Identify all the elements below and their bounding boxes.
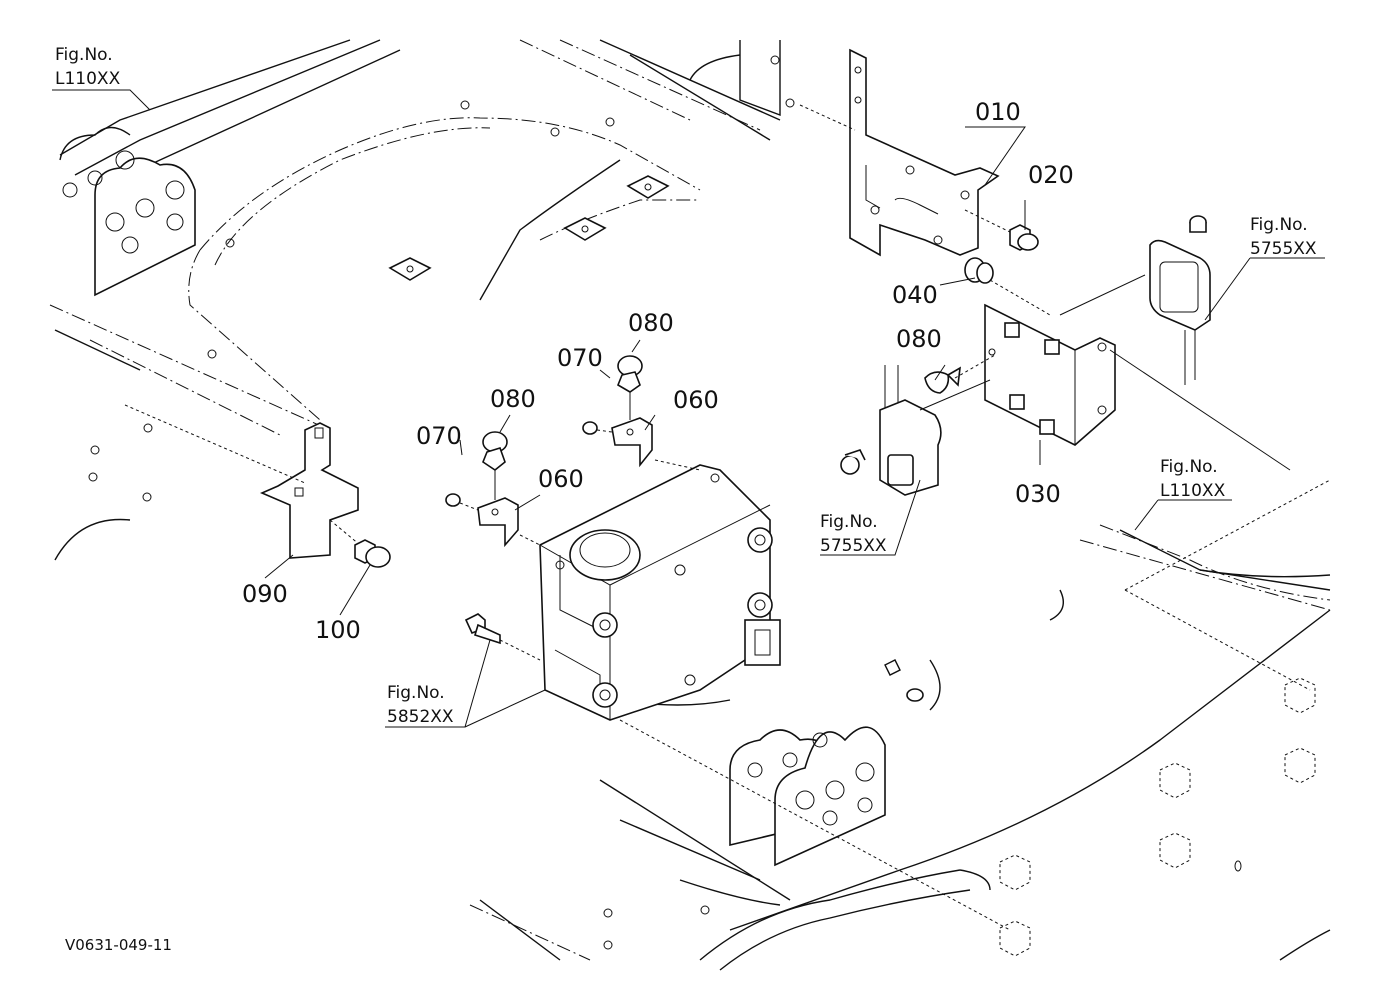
callout-070-lower: 070 [416, 422, 462, 450]
sensor-right [1149, 215, 1211, 385]
callout-060-upper: 060 [673, 386, 719, 414]
bolt-5852 [464, 613, 541, 661]
drawing-id: V0631-049-11 [65, 936, 172, 954]
main-controller-unit [519, 459, 781, 721]
figref-center5755-label: Fig.No. [820, 512, 878, 532]
part-010-bracket [799, 48, 1000, 257]
part-090-bracket [124, 404, 361, 559]
part-030-controller-box [984, 274, 1291, 471]
callouts: 010 020 040 080 030 080 070 060 080 070 … [242, 98, 1074, 644]
sensor-center [840, 354, 996, 496]
figref-rightl110-number: L110XX [1160, 481, 1226, 501]
callout-010: 010 [975, 98, 1021, 126]
figref-rightl110-label: Fig.No. [1160, 457, 1218, 477]
figref-topleft-number: L110XX [55, 69, 121, 89]
callout-080-right: 080 [896, 325, 942, 353]
callout-030: 030 [1015, 480, 1061, 508]
chassis-frame [49, 39, 1331, 971]
callout-080-upper: 080 [628, 309, 674, 337]
figref-right5755-number: 5755XX [1250, 239, 1317, 259]
figref-center5755-number: 5755XX [820, 536, 887, 556]
part-040-nut [964, 257, 1051, 316]
callout-090: 090 [242, 580, 288, 608]
figref-topleft-label: Fig.No. [55, 45, 113, 65]
callout-060-lower: 060 [538, 465, 584, 493]
callout-040: 040 [892, 281, 938, 309]
figref-left5852-label: Fig.No. [387, 683, 445, 703]
part-020-bolt [964, 209, 1039, 251]
callout-020: 020 [1028, 161, 1074, 189]
part-100-bolt [354, 539, 391, 568]
leader-lines [52, 89, 1325, 728]
callout-070-upper: 070 [557, 344, 603, 372]
callout-100: 100 [315, 616, 361, 644]
callout-080-lower: 080 [490, 385, 536, 413]
figref-left5852-number: 5852XX [387, 707, 454, 727]
figref-right5755-label: Fig.No. [1250, 215, 1308, 235]
clamp-upper [582, 355, 653, 468]
figure-references: Fig.No. L110XX Fig.No. 5755XX Fig.No. L1… [55, 45, 1317, 727]
clamp-lower [445, 431, 519, 548]
